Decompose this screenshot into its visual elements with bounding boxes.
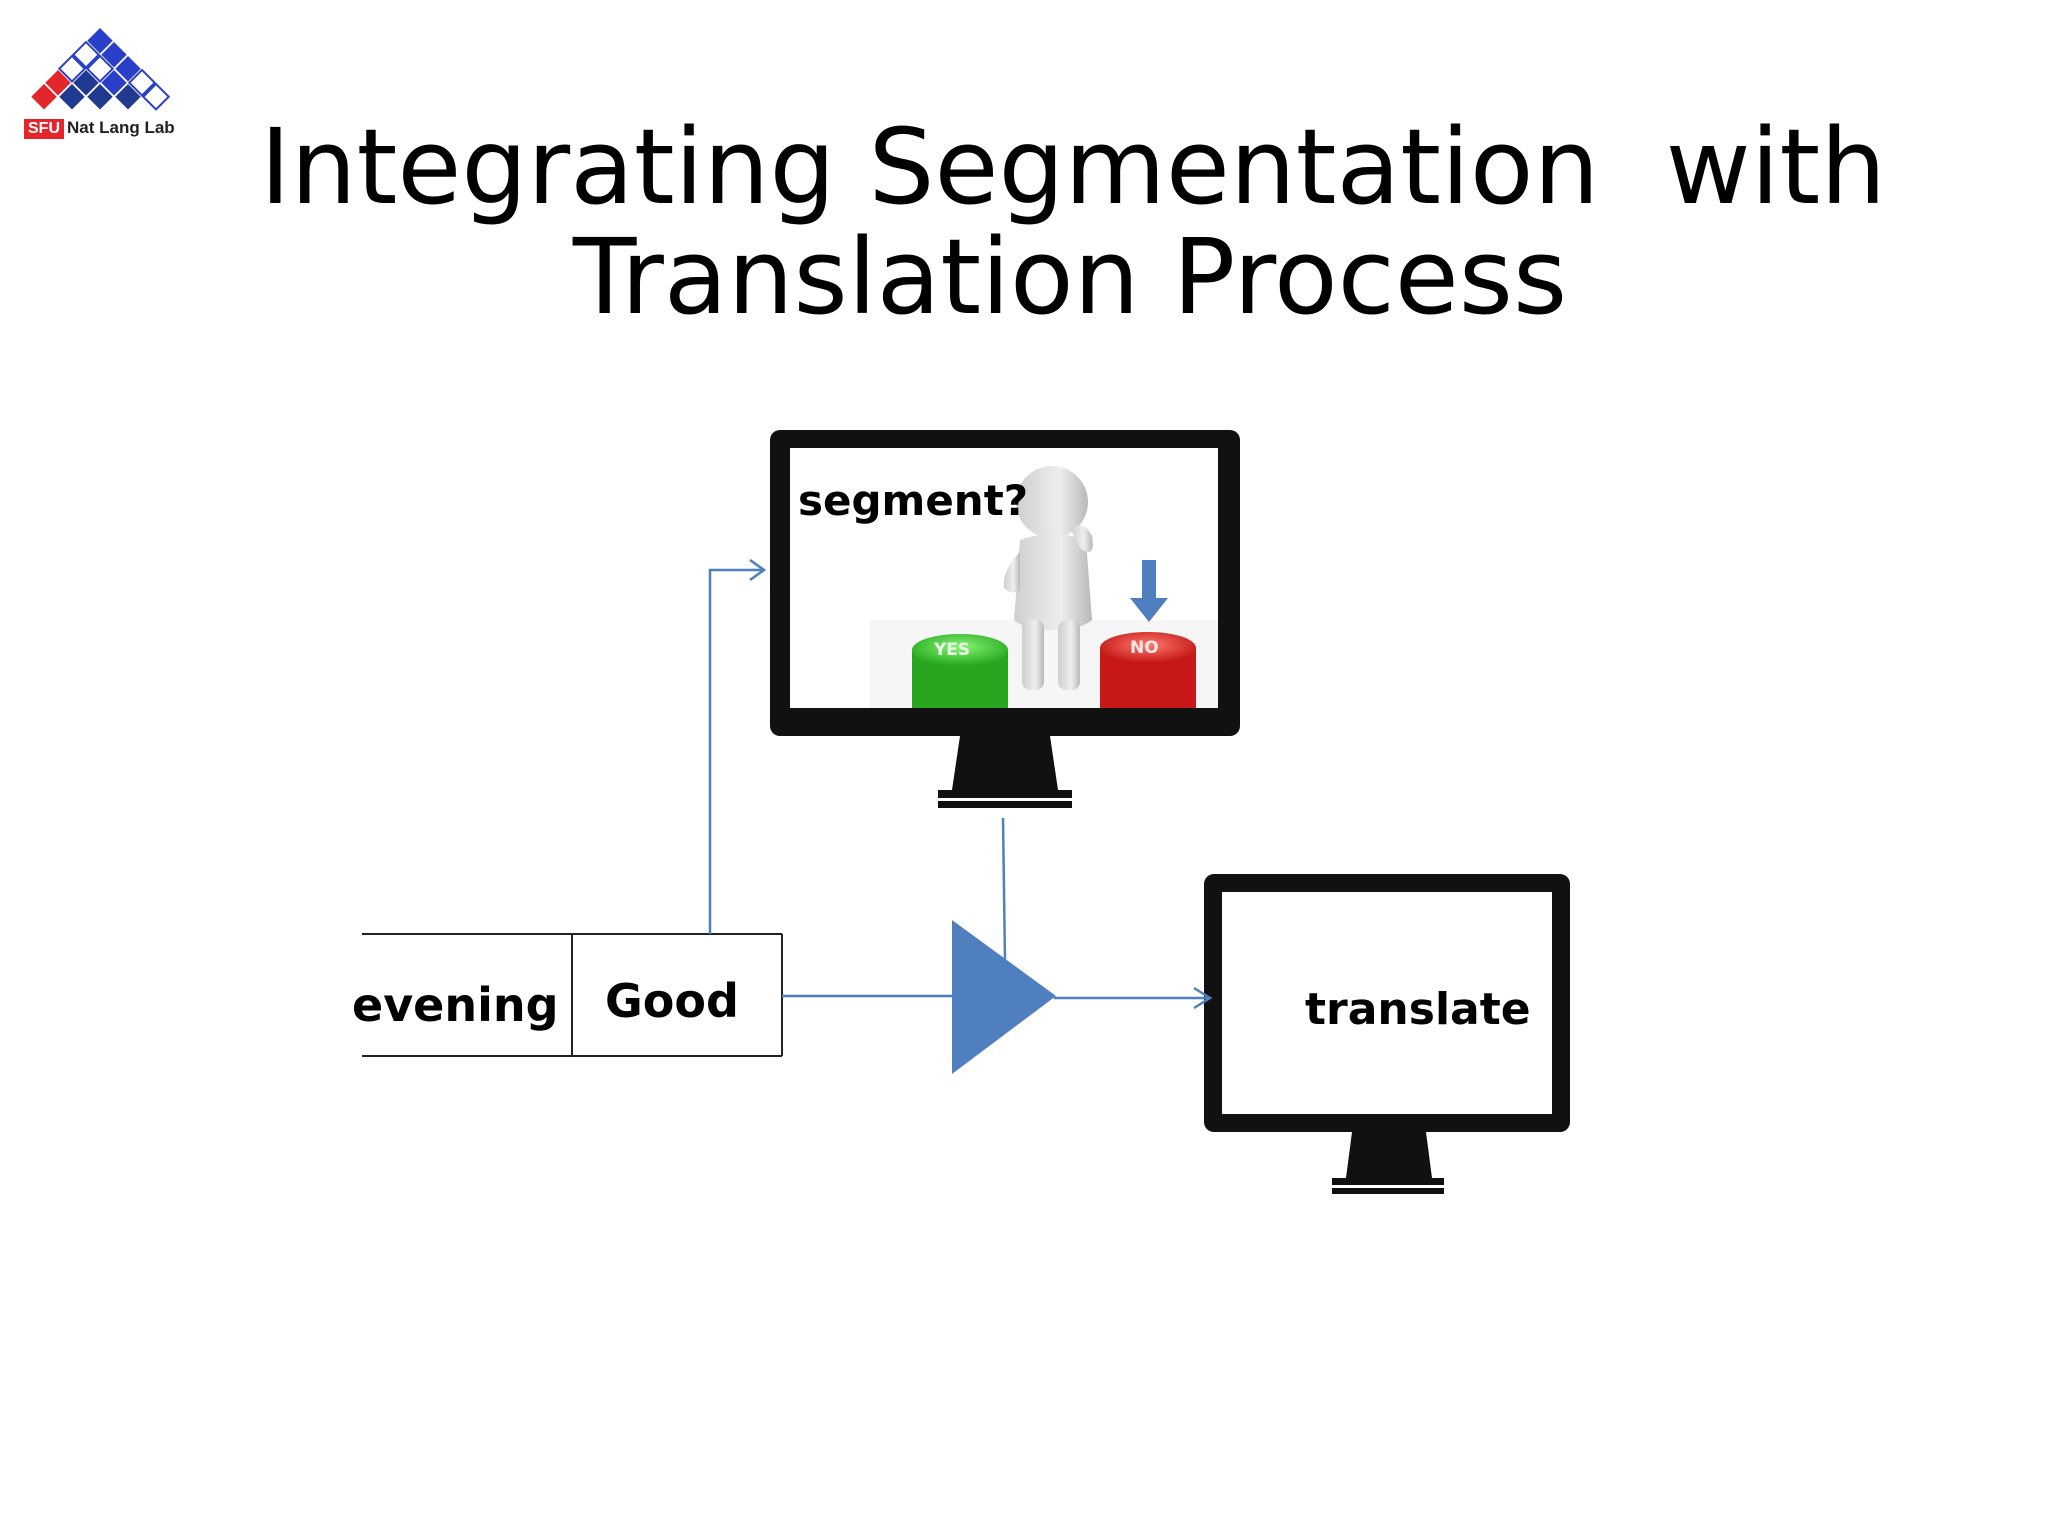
- logo-lab-text: Nat Lang Lab: [67, 118, 175, 137]
- title-line-1: Integrating Segmentation with: [260, 106, 1887, 228]
- segment-question-label: segment?: [798, 476, 1029, 525]
- no-button-label: NO: [1130, 638, 1159, 658]
- gate-triangle: [952, 920, 1056, 1074]
- thinking-figure-illustration: [870, 466, 1218, 708]
- segment-decision-line: [1001, 817, 1007, 963]
- translate-label: translate: [1305, 984, 1531, 1035]
- word-evening: evening: [352, 978, 559, 1032]
- input-word-buffer: [362, 933, 783, 1057]
- connectors: [708, 558, 1213, 1010]
- slide-title: Integrating Segmentation with Translatio…: [260, 106, 1887, 338]
- title-line-2: Translation Process: [572, 216, 1568, 338]
- sfu-natlang-logo: [31, 28, 171, 111]
- yes-button-label: YES: [934, 640, 971, 660]
- translate-monitor: [1204, 874, 1570, 1194]
- logo-sfu-text: SFU: [24, 119, 64, 139]
- arrow-to-segment: [708, 568, 764, 934]
- word-good: Good: [605, 974, 739, 1028]
